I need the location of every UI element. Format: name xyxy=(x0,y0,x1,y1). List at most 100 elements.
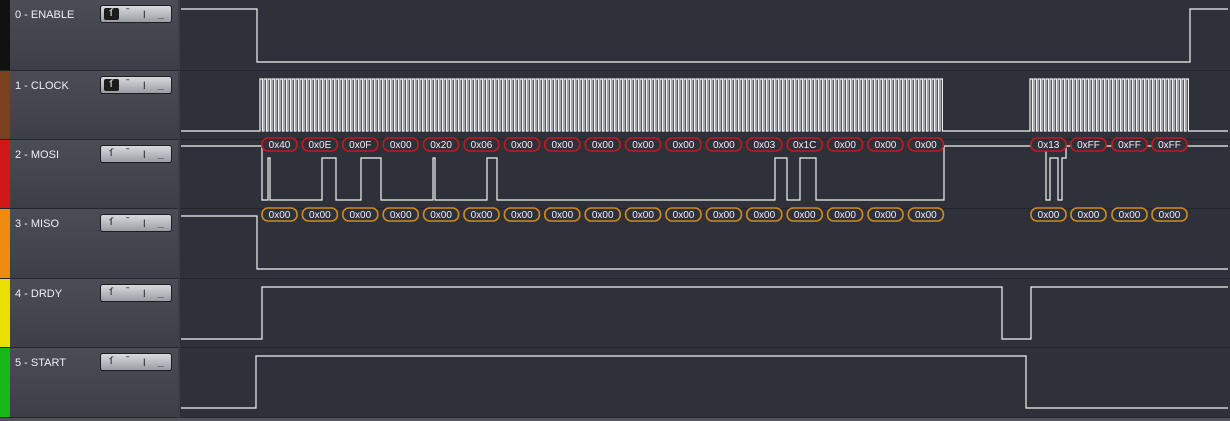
miso-byte-bubble[interactable] xyxy=(1151,207,1188,222)
mosi-byte-bubble[interactable] xyxy=(745,137,783,152)
miso-signal xyxy=(181,215,1228,270)
channel-color-swatch xyxy=(0,0,10,70)
mosi-byte-value: 0x00 xyxy=(551,140,573,151)
mosi-byte-bubble[interactable] xyxy=(584,137,622,152)
mosi-byte-bubble[interactable] xyxy=(1030,137,1067,152)
waveform-lane-start[interactable] xyxy=(180,348,1230,418)
falling-edge-icon[interactable]: ꞁ xyxy=(142,287,146,298)
rising-edge-icon[interactable]: ſ xyxy=(103,79,119,91)
mosi-byte-value: 0x00 xyxy=(673,140,695,151)
miso-byte-bubble[interactable] xyxy=(422,207,460,222)
miso-byte-value: 0x00 xyxy=(1159,210,1181,221)
mosi-byte-value: 0x00 xyxy=(915,140,937,151)
low-level-icon[interactable]: _ xyxy=(157,79,164,90)
mosi-byte-bubble[interactable] xyxy=(382,137,420,152)
mosi-byte-bubble[interactable] xyxy=(786,137,824,152)
low-level-icon[interactable]: _ xyxy=(157,217,164,228)
rising-edge-icon[interactable]: ſ xyxy=(108,217,115,228)
mosi-byte-bubble[interactable] xyxy=(301,137,339,152)
mosi-byte-bubble[interactable] xyxy=(907,137,945,152)
mosi-byte-value: 0x13 xyxy=(1038,140,1060,151)
miso-byte-bubble[interactable] xyxy=(1030,207,1067,222)
miso-byte-value: 0x00 xyxy=(794,210,816,221)
mosi-byte-bubble[interactable] xyxy=(261,137,298,152)
miso-byte-bubble[interactable] xyxy=(261,207,298,222)
miso-byte-value: 0x00 xyxy=(875,210,897,221)
mosi-byte-bubble[interactable] xyxy=(705,137,743,152)
miso-byte-value: 0x00 xyxy=(753,210,775,221)
miso-byte-bubble[interactable] xyxy=(301,207,339,222)
rising-edge-icon[interactable]: ſ xyxy=(108,148,115,159)
miso-byte-bubble[interactable] xyxy=(624,207,662,222)
miso-byte-value: 0x00 xyxy=(551,210,573,221)
mosi-byte-value: 0x0E xyxy=(309,140,332,151)
miso-byte-bubble[interactable] xyxy=(786,207,824,222)
falling-edge-icon[interactable]: ꞁ xyxy=(142,8,146,19)
mosi-byte-bubble[interactable] xyxy=(624,137,662,152)
miso-byte-bubble[interactable] xyxy=(1111,207,1148,222)
mosi-byte-bubble[interactable] xyxy=(1111,137,1148,152)
falling-edge-icon[interactable]: ꞁ xyxy=(142,217,146,228)
mosi-byte-value: 0xFF xyxy=(1077,140,1100,151)
rising-edge-icon[interactable]: ſ xyxy=(103,8,119,20)
miso-byte-bubble[interactable] xyxy=(341,207,379,222)
mosi-signal xyxy=(181,145,1228,201)
miso-byte-bubble[interactable] xyxy=(503,207,541,222)
channel-panel-enable[interactable]: 0 - ENABLE ſ¯ꞁ_ xyxy=(0,0,178,71)
channel-panel-mosi[interactable]: 2 - MOSI ſ¯ꞁ_ xyxy=(0,140,178,209)
high-level-icon[interactable]: ¯ xyxy=(124,356,131,367)
miso-byte-bubble[interactable] xyxy=(745,207,783,222)
trigger-buttons: ſ ¯ ꞁ _ xyxy=(100,145,172,163)
falling-edge-icon[interactable]: ꞁ xyxy=(142,148,146,159)
mosi-byte-bubble[interactable] xyxy=(341,137,379,152)
channel-panel-drdy[interactable]: 4 - DRDY ſ¯ꞁ_ xyxy=(0,279,178,348)
miso-byte-value: 0x00 xyxy=(713,210,735,221)
miso-byte-bubble[interactable] xyxy=(382,207,420,222)
channel-panel-clock[interactable]: 1 - CLOCK ſ¯ꞁ_ xyxy=(0,71,178,140)
channel-panel-start[interactable]: 5 - START ſ¯ꞁ_ xyxy=(0,348,178,418)
mosi-byte-bubble[interactable] xyxy=(1070,137,1107,152)
miso-byte-value: 0x00 xyxy=(269,210,291,221)
mosi-byte-value: 0x00 xyxy=(511,140,533,151)
mosi-byte-bubble[interactable] xyxy=(422,137,460,152)
mosi-byte-bubble[interactable] xyxy=(867,137,904,152)
miso-byte-bubble[interactable] xyxy=(907,207,945,222)
rising-edge-icon[interactable]: ſ xyxy=(108,287,115,298)
rising-edge-icon[interactable]: ſ xyxy=(108,356,115,367)
high-level-icon[interactable]: ¯ xyxy=(124,217,131,228)
miso-byte-bubble[interactable] xyxy=(665,207,702,222)
mosi-byte-bubble[interactable] xyxy=(463,137,500,152)
trigger-buttons: ſ ¯ ꞁ _ xyxy=(100,5,172,23)
high-level-icon[interactable]: ¯ xyxy=(124,8,131,19)
miso-byte-value: 0x00 xyxy=(834,210,856,221)
low-level-icon[interactable]: _ xyxy=(157,8,164,19)
low-level-icon[interactable]: _ xyxy=(157,356,164,367)
miso-byte-bubble[interactable] xyxy=(867,207,904,222)
trigger-buttons: ſ ¯ ꞁ _ xyxy=(100,353,172,371)
miso-byte-bubble[interactable] xyxy=(543,207,581,222)
mosi-byte-bubble[interactable] xyxy=(1151,137,1188,152)
low-level-icon[interactable]: _ xyxy=(157,148,164,159)
waveform-lane-enable[interactable] xyxy=(180,0,1230,71)
miso-byte-bubble[interactable] xyxy=(705,207,743,222)
miso-byte-bubble[interactable] xyxy=(463,207,500,222)
miso-byte-bubble[interactable] xyxy=(584,207,622,222)
mosi-byte-value: 0xFF xyxy=(1158,140,1181,151)
waveform-lane-drdy[interactable] xyxy=(180,279,1230,348)
high-level-icon[interactable]: ¯ xyxy=(124,148,131,159)
miso-byte-bubble[interactable] xyxy=(1070,207,1107,222)
mosi-byte-value: 0x00 xyxy=(713,140,735,151)
high-level-icon[interactable]: ¯ xyxy=(124,79,131,90)
low-level-icon[interactable]: _ xyxy=(157,287,164,298)
channel-color-swatch xyxy=(0,209,10,278)
falling-edge-icon[interactable]: ꞁ xyxy=(142,79,146,90)
channel-panel-miso[interactable]: 3 - MISO ſ¯ꞁ_ xyxy=(0,209,178,279)
mosi-byte-bubble[interactable] xyxy=(826,137,864,152)
mosi-byte-bubble[interactable] xyxy=(503,137,541,152)
high-level-icon[interactable]: ¯ xyxy=(124,287,131,298)
mosi-byte-bubble[interactable] xyxy=(665,137,702,152)
miso-byte-bubble[interactable] xyxy=(826,207,864,222)
falling-edge-icon[interactable]: ꞁ xyxy=(142,356,146,367)
mosi-byte-bubble[interactable] xyxy=(543,137,581,152)
